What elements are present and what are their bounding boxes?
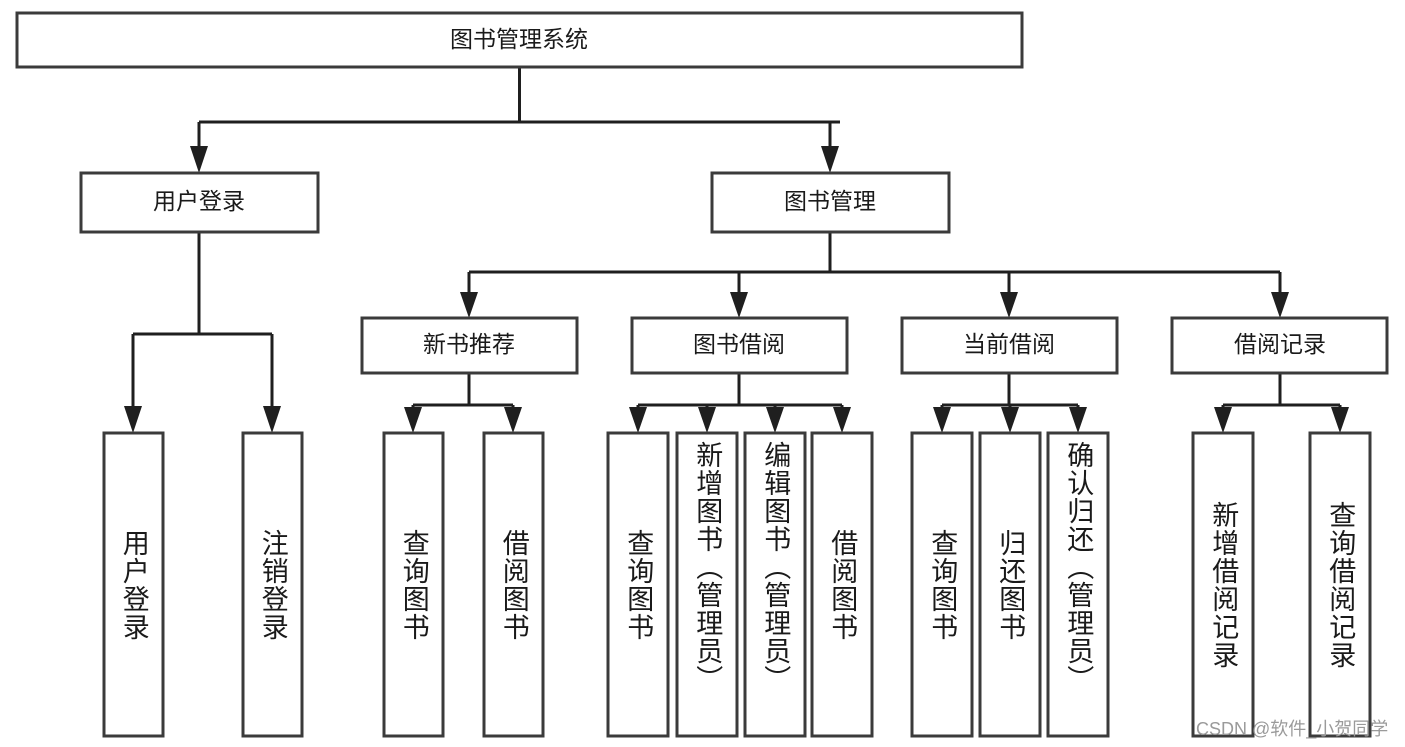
node-current-borrow-label: 当前借阅 (963, 331, 1055, 357)
node-new-book-recommend[interactable]: 新书推荐 (360, 316, 579, 375)
node-user-login[interactable]: 用户登录 (79, 171, 320, 234)
node-book-manage-label: 图书管理 (784, 188, 876, 214)
node-book-borrow-label: 图书借阅 (693, 331, 785, 357)
node-book-manage[interactable]: 图书管理 (710, 171, 951, 234)
node-current-borrow[interactable]: 当前借阅 (900, 316, 1119, 375)
leaf-boxes (102, 431, 1372, 738)
connectors-current-borrow-to-leaves (933, 373, 1087, 433)
connectors-new-book-to-leaves (404, 373, 522, 433)
leaf-box-cb-query-book[interactable] (910, 431, 974, 738)
node-borrow-record[interactable]: 借阅记录 (1170, 316, 1389, 375)
leaf-box-bb-borrow-book[interactable] (810, 431, 874, 738)
leaf-box-logout[interactable] (241, 431, 304, 738)
connectors-book-borrow-to-leaves (629, 373, 851, 433)
node-new-book-recommend-label: 新书推荐 (423, 331, 515, 357)
connectors-user-login-to-leaves (124, 232, 281, 433)
leaf-box-bb-query-book[interactable] (606, 431, 670, 738)
leaf-box-br-add-record[interactable] (1191, 431, 1255, 738)
leaf-box-bb-edit-book[interactable] (743, 431, 807, 738)
node-user-login-label: 用户登录 (153, 188, 245, 214)
leaf-box-bb-add-book[interactable] (675, 431, 739, 738)
connectors-root-to-level2 (190, 67, 840, 173)
leaf-box-cb-return-book[interactable] (978, 431, 1042, 738)
leaf-box-nbr-borrow-book[interactable] (482, 431, 545, 738)
node-book-borrow[interactable]: 图书借阅 (630, 316, 849, 375)
node-root[interactable]: 图书管理系统 (15, 11, 1024, 69)
csdn-watermark: CSDN @软件_小贺同学 (1196, 719, 1389, 739)
connectors-borrow-record-to-leaves (1214, 373, 1349, 433)
connectors-book-manage-to-level3 (460, 232, 1289, 318)
leaf-box-cb-confirm-return[interactable] (1046, 431, 1110, 738)
leaf-box-br-query-record[interactable] (1308, 431, 1372, 738)
leaf-box-user-login[interactable] (102, 431, 165, 738)
node-borrow-record-label: 借阅记录 (1234, 331, 1326, 357)
leaf-box-nbr-query-book[interactable] (382, 431, 445, 738)
node-root-label: 图书管理系统 (450, 26, 588, 52)
